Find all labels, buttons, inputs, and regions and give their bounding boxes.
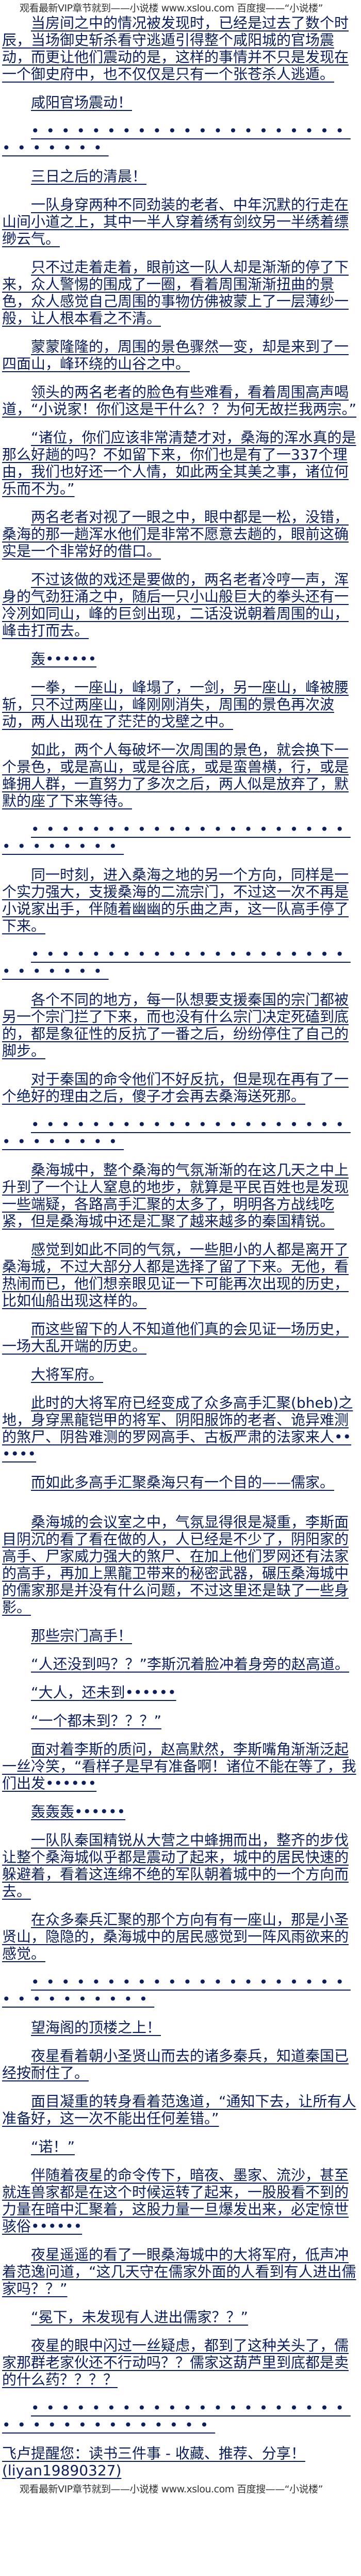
section-separator: ••••••••••••••••••••••••••••• [2, 821, 351, 855]
paragraph: 而这些留下的人不知道他们真的会见证一场历史，一场大乱开端的历史。 [2, 1321, 349, 1355]
paragraph: 大将军府。 [31, 1366, 104, 1383]
paragraph: 轰轰轰•••••• [31, 1803, 126, 1820]
paragraph: 只不过走着走着，眼前这一队人却是渐渐的停了下来，众人警惕的围成了一圈，看着周围渐… [2, 259, 349, 327]
paragraph: 两名老者对视了一眼之中，眼中都是一松，没错，桑海的那一趟浑水他们是非常不愿意去趟… [2, 508, 349, 560]
section-separator: •••••••••••••••••••••••••••• [2, 122, 351, 156]
paragraph: 感觉到如此不同的气氛，一些胆小的人都是离开了桑海城，不过大部分人都是选择了留了下… [2, 1241, 349, 1309]
section-separator: ••••••••••••••••••••••••••••••• [2, 1974, 351, 2008]
paragraph: 望海阁的顶楼之上！ [31, 2019, 161, 2036]
paragraph: 夜星看着朝小圣贤山而去的诸多秦兵，知道秦国已经按耐住了。 [2, 2047, 349, 2081]
section-separator: ••••••••••••••••••••••••••••• [2, 1116, 351, 1150]
paragraph: 蒙蒙隆隆的，周围的景色骤然一变，却是来到了一四面山，峰环绕的山谷之中。 [2, 338, 349, 372]
paragraph: 而如此多高手汇聚桑海只有一个目的——儒家。 [31, 1474, 335, 1491]
paragraph: “诺！” [31, 2138, 75, 2155]
paragraph: 桑海城的会议室之中，气氛显得很是凝重，李斯面目阴沉的看了看在做的人，人已经是不少… [2, 1514, 349, 1616]
paragraph: 咸阳官场震动！ [31, 94, 133, 111]
section-separator: ••••••••••••••••••••••••••••••••••• [2, 2399, 351, 2434]
paragraph: “诸位，你们应该非常清楚才对，桑海的浑水真的是那么好趟的吗？不如留下来，你们也是… [2, 429, 356, 497]
paragraph: 对于秦国的命令他们不好反抗，但是现在再有了一个绝好的理由之后，傻子才会再去桑海送… [2, 1071, 349, 1105]
paragraph: 此时的大将军府已经变成了众多高手汇聚(bheb)之地，身穿黑龍铠甲的将军、阴阳服… [2, 1394, 353, 1462]
paragraph: 夜星遥遥的看了一眼桑海城中的大将军府，低声冲着范逸问道，“这几天守在儒家外面的人… [2, 2246, 356, 2297]
paragraph: 不过该做的戏还是要做的，两名老者冷哼一声，浑身的气劲狂涌之中，随后一只小山般巨大… [2, 571, 349, 639]
paragraph: 在众多秦兵汇聚的那个方向有有一座山，那是小圣贤山，隐隐的，桑海城中的居民感觉到一… [2, 1911, 349, 1962]
paragraph: 面目凝重的转身看着范逸道，“通知下去，让所有人准备好，这一次不能出任何差错。” [2, 2093, 356, 2127]
paragraph: “大人，还未到•••••• [31, 1684, 176, 1701]
paragraph: 那些宗门高手！ [31, 1627, 133, 1644]
paragraph: 伴随着夜星的命令传下，暗夜、墨家、流沙，甚至就连兽家都是在这个时候运转了起来，一… [2, 2167, 349, 2235]
paragraph: 轰•••••• [31, 650, 97, 667]
site-banner-bottom: 观看最新VIP章节就到——小说楼 www.xslou.com 百度搜——“小说楼… [20, 2484, 323, 2495]
site-banner-top: 观看最新VIP章节就到——小说楼 www.xslou.com 百度搜——“小说楼… [20, 3, 323, 14]
paragraph: “冕下，未发现有人进出儒家？？” [31, 2309, 249, 2326]
chapter-body: 当房间之中的情况被发现时，已经是过去了数个时辰，当场御史斩杀看守逃遁引得整个咸阳… [0, 14, 358, 2434]
author-reminder: 飞卢提醒您：读书三件事 - 收藏、推荐、分享！(liyan19890327) [2, 2445, 305, 2479]
paragraph: 各个不同的地方，每一队想要支援秦国的宗门都被另一个宗门拦了下来，而也没有什么宗门… [2, 991, 349, 1059]
paragraph: 一队队秦国精锐从大营之中蜂拥而出，整齐的步伐让整个桑海城似乎都是震动了起来，城中… [2, 1832, 349, 1900]
paragraph: 当房间之中的情况被发现时，已经是过去了数个时辰，当场御史斩杀看守逃遁引得整个咸阳… [2, 14, 349, 83]
paragraph: “一个都未到？？？” [31, 1712, 162, 1729]
paragraph: 夜星的眼中闪过一丝疑虑，都到了这种关头了，儒家那群老家伙还不行动吗？？儒家这葫芦… [2, 2337, 349, 2388]
paragraph: 领头的两名老者的脸色有些难看，看着周围高声喝道，“小说家！你们这是干什么？？为何… [2, 384, 357, 418]
paragraph: 三日之后的清晨！ [31, 168, 147, 185]
paragraph: 面对着李斯的质问，赵高默然，李斯嘴角渐渐泛起一丝冷笑，“看样子是早有准备啊！诸位… [2, 1741, 356, 1792]
paragraph: 如此，两个人每破坏一次周围的景色，就会换下一个景色，或是高山，或是谷底，或是蛮兽… [2, 741, 349, 809]
paragraph: 同一时刻，进入桑海之地的另一个方向，同样是一个实力强大，支援桑海的二流宗门，不过… [2, 866, 349, 934]
section-separator: •••••••••••••••••••••••••••• [2, 946, 351, 980]
paragraph: 一拳，一座山，峰塌了，一剑，另一座山，峰被腰斩，只不过两座山，峰刚刚消失，周围的… [2, 679, 349, 730]
paragraph: 桑海城中，整个桑海的气氛渐渐的在这几天之中上升到了一个让人窒息的地步，就算是平民… [2, 1162, 349, 1230]
paragraph: “人还没到吗？？”李斯沉着脸冲着身旁的赵高道。 [31, 1656, 350, 1673]
paragraph: 一队身穿两种不同劲装的老者、中年沉默的行走在山间小道之上，其中一半人穿着绣有剑纹… [2, 196, 349, 247]
